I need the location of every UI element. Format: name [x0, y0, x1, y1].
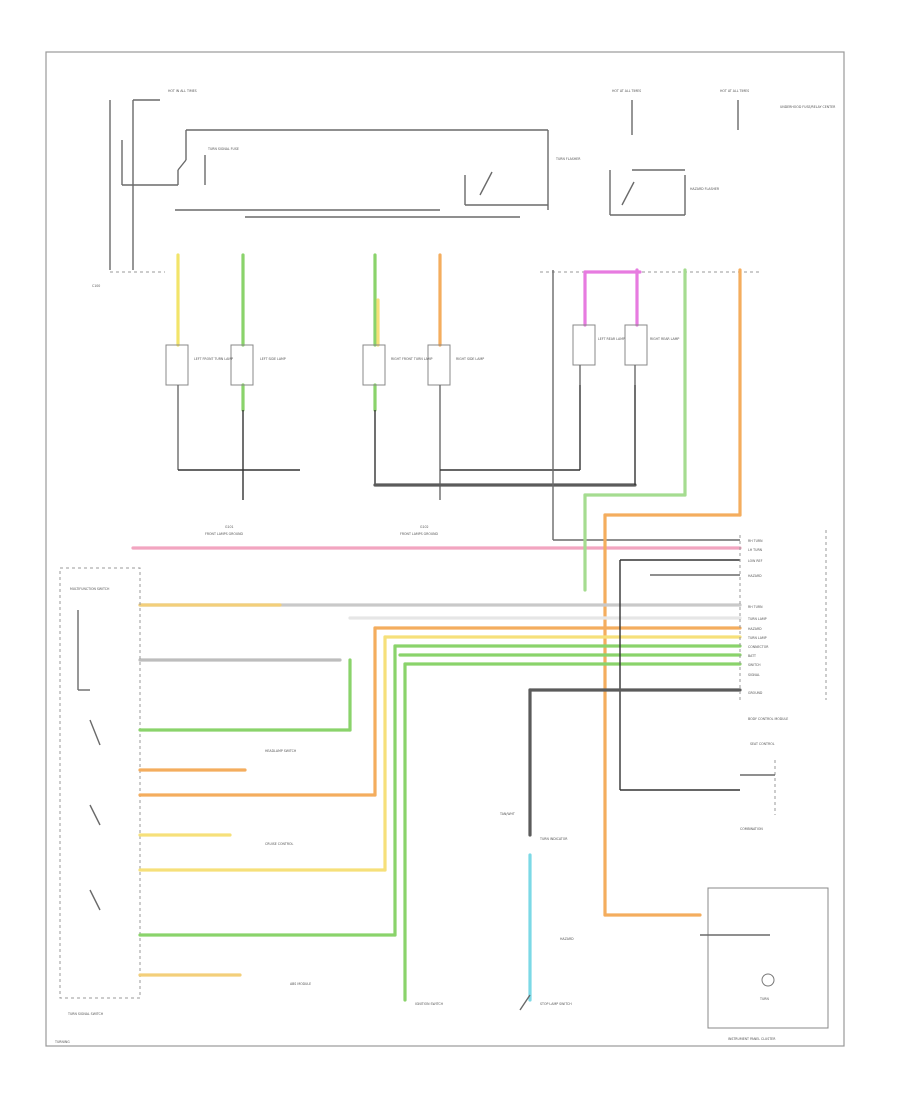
module-bus-wires: BODY CONTROL MODULE RH TURN LH TURN LOW … [131, 268, 827, 917]
svg-text:RIGHT FRONT TURN LAMP: RIGHT FRONT TURN LAMP [391, 357, 433, 361]
right-modules: SEAT CONTROL COMBINATION INSTRUMENT PANE… [560, 742, 829, 1041]
brake-switch-label: STOP LAMP SWITCH [540, 1002, 572, 1006]
svg-text:G101: G101 [225, 525, 234, 529]
svg-text:CONNECTOR: CONNECTOR [748, 645, 769, 649]
svg-text:SEAT CONTROL: SEAT CONTROL [750, 742, 775, 746]
lamp-left-front [165, 344, 189, 386]
hazard-flasher-label: HAZARD FLASHER [690, 187, 720, 191]
svg-text:COMBINATION: COMBINATION [740, 827, 763, 831]
svg-text:LEFT REAR LAMP: LEFT REAR LAMP [598, 337, 625, 341]
svg-text:FRONT LAMPS GROUND: FRONT LAMPS GROUND [400, 532, 439, 536]
svg-text:RH TURN: RH TURN [748, 605, 763, 609]
turn-flasher-label: TURN FLASHER [555, 157, 581, 161]
svg-text:HAZARD: HAZARD [748, 574, 762, 578]
instrument-cluster-box [707, 887, 829, 1029]
hot-label-mid: HOT AT ALL TIMES [612, 89, 641, 93]
svg-text:G102: G102 [420, 525, 429, 529]
svg-text:IGNITION SWITCH: IGNITION SWITCH [415, 1002, 444, 1006]
multifunction-label: MULTIFUNCTION SWITCH [70, 587, 110, 591]
svg-text:RH TURN: RH TURN [748, 539, 763, 543]
svg-text:HAZARD: HAZARD [560, 937, 574, 941]
svg-text:ABS MODULE: ABS MODULE [290, 982, 311, 986]
svg-text:SIGNAL: SIGNAL [748, 673, 760, 677]
svg-text:LEFT FRONT TURN LAMP: LEFT FRONT TURN LAMP [194, 357, 233, 361]
lamp-right-front [362, 344, 386, 386]
svg-text:RIGHT SIDE LAMP: RIGHT SIDE LAMP [456, 357, 484, 361]
svg-text:HEADLAMP SWITCH: HEADLAMP SWITCH [265, 749, 297, 753]
stop-lamp-switch: STOP LAMP SWITCH TAN/WHT TURN INDICATOR [499, 812, 572, 1011]
bcm-label: BODY CONTROL MODULE [748, 717, 788, 721]
svg-text:RIGHT REAR LAMP: RIGHT REAR LAMP [650, 337, 679, 341]
hot-label-right: HOT AT ALL TIMES [720, 89, 749, 93]
svg-text:HAZARD: HAZARD [748, 627, 762, 631]
svg-text:TURN LAMP: TURN LAMP [747, 636, 767, 640]
fuse-label-left: TURN SIGNAL FUSE [207, 147, 239, 151]
svg-text:TAN/WHT: TAN/WHT [499, 812, 515, 816]
lamp-right-side [427, 344, 451, 386]
svg-text:TURN LAMP: TURN LAMP [747, 617, 767, 621]
svg-text:TURN: TURN [759, 997, 769, 1001]
hot-label-left: HOT IN ALL TIMES [168, 89, 197, 93]
instrument-cluster-label: INSTRUMENT PANEL CLUSTER [728, 1037, 776, 1041]
lamp-wiring: LEFT FRONT TURN LAMP LEFT SIDE LAMP RIGH… [165, 253, 679, 540]
multifunction-switch: MULTIFUNCTION SWITCH TURN SIGNAL SWITCH … [59, 567, 444, 1016]
svg-text:LEFT SIDE LAMP: LEFT SIDE LAMP [260, 357, 286, 361]
svg-text:C100: C100 [92, 284, 100, 288]
svg-text:LH TURN: LH TURN [748, 548, 763, 552]
svg-text:TURN INDICATOR: TURN INDICATOR [539, 837, 568, 841]
lamp-right-rear [624, 324, 648, 366]
turn-switch-label: TURN SIGNAL SWITCH [67, 1012, 104, 1016]
svg-text:CRUISE CONTROL: CRUISE CONTROL [265, 842, 294, 846]
svg-text:SWITCH: SWITCH [748, 663, 761, 667]
svg-text:LOW REF: LOW REF [748, 559, 763, 563]
top-fuse-area: HOT IN ALL TIMES TURN SIGNAL FUSE TURN F… [109, 89, 836, 270]
lamp-left-side [230, 344, 254, 386]
svg-text:BATT: BATT [748, 654, 756, 658]
svg-text:GROUND: GROUND [748, 691, 763, 695]
lamp-left-rear [572, 324, 596, 366]
diagram-border [45, 51, 845, 1047]
page-code: TURNING [54, 1040, 70, 1044]
connector-row: C100 [92, 271, 760, 288]
svg-text:FRONT LAMPS GROUND: FRONT LAMPS GROUND [205, 532, 244, 536]
fuse-relay-label: UNDERHOOD FUSE/RELAY CENTER [780, 105, 836, 109]
